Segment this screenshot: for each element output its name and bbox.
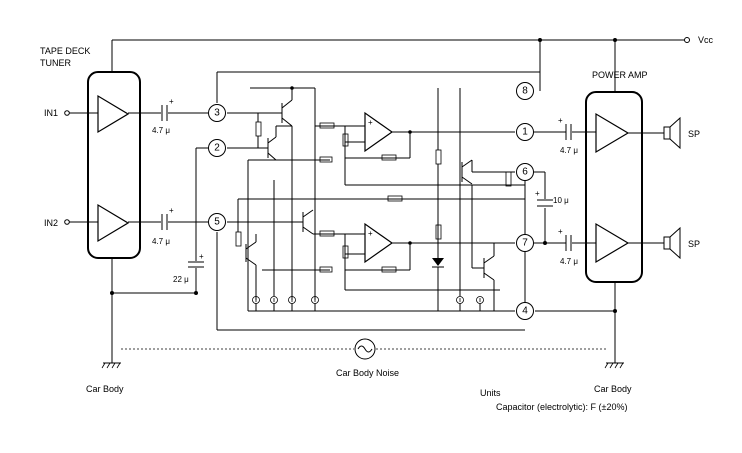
svg-text:5: 5 (214, 217, 220, 228)
tape-deck-tuner-box (87, 71, 141, 259)
svg-text:+: + (199, 252, 204, 261)
op-amp-upper (364, 111, 394, 153)
pin-7: 7 (516, 234, 534, 252)
car-body-noise-path (121, 338, 606, 360)
power-amp-box (585, 91, 643, 283)
svg-text:+: + (169, 206, 174, 215)
output-coupling-cap-1: + (558, 116, 596, 140)
svg-text:+: + (535, 189, 540, 198)
svg-text:+: + (558, 116, 563, 125)
lower-channel-circuit: + (227, 185, 500, 311)
output-coupling-cap-2: + (558, 227, 596, 251)
upper-channel-circuit: + (227, 86, 525, 300)
pin-1: 1 (516, 123, 534, 141)
svg-text:+: + (368, 229, 373, 238)
pin-2: 2 (208, 139, 226, 157)
ic-internal-wiring (216, 71, 615, 331)
car-body-noise-label: Car Body Noise (336, 368, 399, 378)
svg-text:+: + (558, 227, 563, 236)
tuner-label: TUNER (40, 58, 71, 68)
bootstrap-cap-10: + (535, 189, 553, 207)
car-body-ground-left (101, 362, 121, 369)
svg-text:8: 8 (522, 86, 528, 97)
speaker-1 (628, 116, 681, 150)
cap-in2-value: 4.7 μ (152, 237, 170, 246)
cap-10-value: 10 μ (553, 196, 569, 205)
ground-rail-left (110, 258, 198, 363)
svg-text:2: 2 (214, 143, 220, 154)
pin-6: 6 (516, 163, 534, 181)
current-sources (247, 160, 484, 311)
car-body-ground-right (604, 362, 624, 369)
vcc-label: Vcc (698, 35, 714, 45)
pin-8: 8 (516, 82, 534, 100)
cap-out2-value: 4.7 μ (560, 257, 578, 266)
power-amp-2 (595, 222, 630, 264)
pin-5: 5 (208, 213, 226, 231)
car-body-left-label: Car Body (86, 384, 124, 394)
svg-text:3: 3 (214, 108, 220, 119)
in2-label: IN2 (44, 218, 58, 228)
cap-out1-value: 4.7 μ (560, 146, 578, 155)
tape-deck-label: TAPE DECK (40, 46, 90, 56)
input-coupling-cap-1: + (128, 97, 208, 121)
decoupling-cap-22: + (188, 147, 208, 293)
input-coupling-cap-2: + (128, 206, 208, 230)
capacitor-note: Capacitor (electrolytic): F (±20%) (496, 402, 627, 412)
cap-22-value: 22 μ (173, 275, 189, 284)
svg-text:7: 7 (522, 238, 528, 249)
pin-3: 3 (208, 104, 226, 122)
op-amp-lower (364, 222, 394, 264)
speaker-2 (628, 226, 681, 260)
input-buffer-1 (97, 94, 130, 134)
car-body-right-label: Car Body (594, 384, 632, 394)
pin-4: 4 (516, 302, 534, 320)
svg-text:6: 6 (522, 167, 528, 178)
input-buffer-2 (97, 203, 130, 243)
sp2-label: SP (688, 239, 700, 249)
cap-in1-value: 4.7 μ (152, 126, 170, 135)
units-label: Units (480, 388, 501, 398)
svg-text:+: + (169, 97, 174, 106)
power-amp-1 (595, 112, 630, 154)
svg-text:1: 1 (522, 127, 528, 138)
in1-label: IN1 (44, 108, 58, 118)
power-amp-label: POWER AMP (592, 70, 648, 80)
sp1-label: SP (688, 129, 700, 139)
svg-text:+: + (368, 118, 373, 127)
svg-text:4: 4 (522, 306, 528, 317)
vcc-rail (111, 37, 690, 92)
